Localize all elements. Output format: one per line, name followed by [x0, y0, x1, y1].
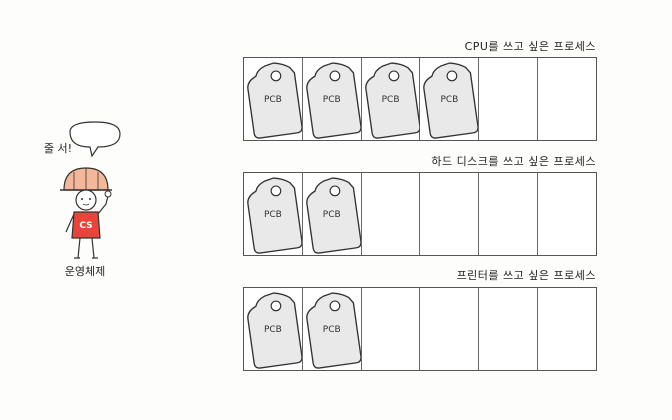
queue-slot	[420, 288, 480, 370]
queue-slot	[538, 288, 596, 370]
pcb-tag-icon	[364, 62, 420, 139]
pcb-label: PCB	[322, 95, 341, 105]
queue-slot: PCB	[244, 173, 303, 255]
queue-slot: PCB	[362, 58, 421, 140]
queue-title-disk: 하드 디스크를 쓰고 싶은 프로세스	[431, 155, 596, 168]
pcb-tag-icon	[247, 292, 302, 369]
queue-slot: PCB	[303, 288, 362, 370]
speech-bubble	[69, 121, 121, 158]
pcb-tag-icon	[305, 292, 361, 369]
pcb-tag-icon	[305, 177, 361, 254]
os-character: CS	[60, 121, 121, 259]
queue-slot: PCB	[420, 58, 480, 140]
queue-disk: PCB PCB	[243, 172, 597, 256]
speech-bubble-text: 줄 서!	[43, 142, 73, 155]
face	[75, 189, 97, 211]
pcb-tag-icon	[423, 62, 479, 139]
pcb-label: PCB	[322, 210, 341, 220]
queue-slot: PCB	[244, 288, 303, 370]
queue-cpu: PCB PCB PCB PCB	[243, 57, 597, 141]
shirt-text: CS	[79, 221, 92, 231]
queue-slot: PCB	[244, 58, 303, 140]
queue-slot	[479, 173, 539, 255]
queue-slot	[479, 58, 539, 140]
queue-title-printer: 프린터를 쓰고 싶은 프로세스	[456, 269, 596, 282]
queue-slot	[362, 288, 421, 370]
queue-slot: PCB	[303, 58, 362, 140]
pcb-label: PCB	[263, 95, 282, 105]
queue-slot: PCB	[303, 173, 362, 255]
queue-slot	[420, 173, 480, 255]
pcb-label: PCB	[440, 95, 459, 105]
queue-title-cpu: CPU를 쓰고 싶은 프로세스	[464, 40, 596, 53]
queue-slot	[538, 173, 596, 255]
queue-slot	[362, 173, 421, 255]
pcb-label: PCB	[322, 325, 341, 335]
body-shirt	[71, 211, 101, 239]
pcb-tag-icon	[247, 177, 302, 254]
queue-slot	[479, 288, 539, 370]
pcb-label: PCB	[263, 325, 282, 335]
queue-printer: PCB PCB	[243, 287, 597, 371]
pcb-label: PCB	[381, 95, 400, 105]
queue-slot	[538, 58, 596, 140]
pcb-label: PCB	[263, 210, 282, 220]
os-label: 운영체제	[64, 265, 106, 278]
pcb-tag-icon	[247, 62, 302, 139]
pcb-tag-icon	[305, 62, 361, 139]
